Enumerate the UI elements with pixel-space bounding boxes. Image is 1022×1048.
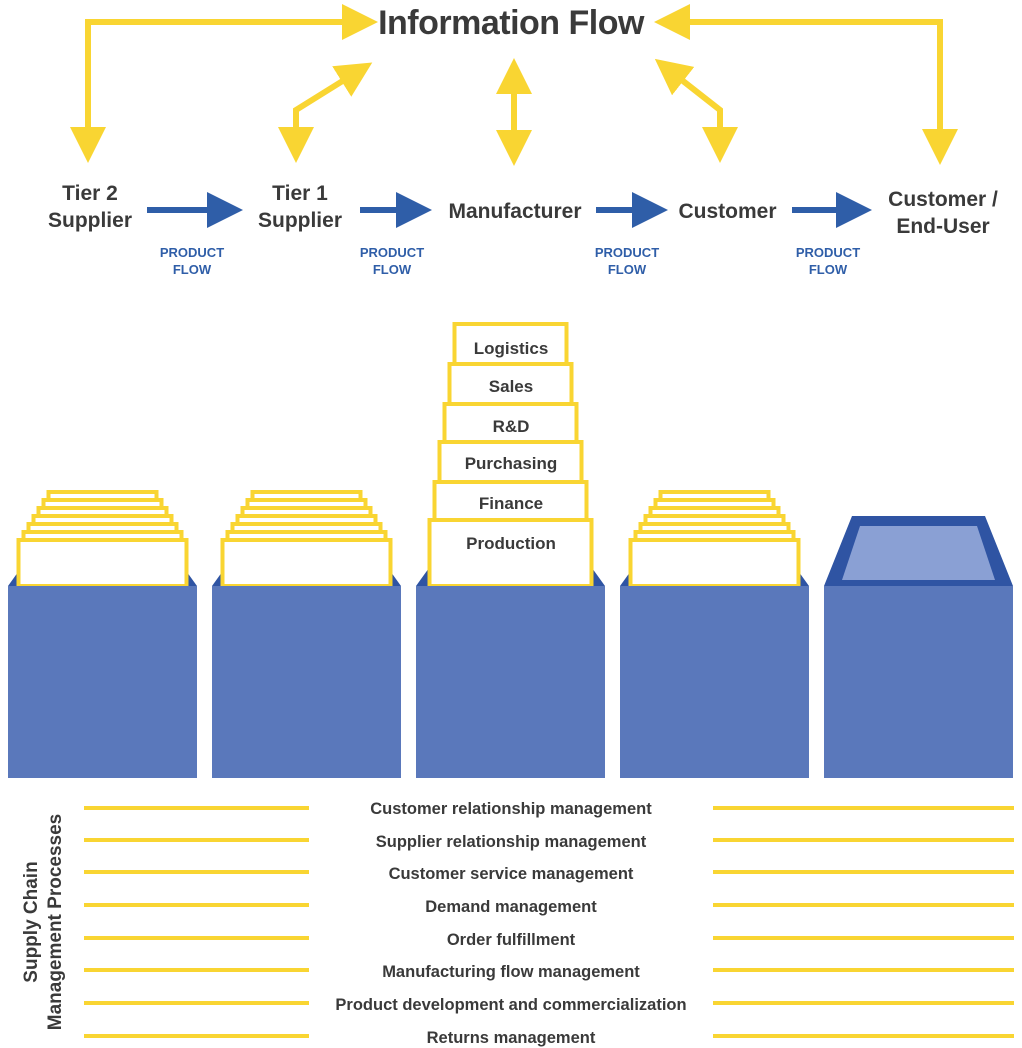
process-label-6: Manufacturing flow management [382, 963, 640, 981]
process-label-8: Returns management [426, 1029, 596, 1047]
node-line: Supplier [257, 209, 342, 232]
node-line: Customer / [888, 188, 998, 211]
product-flow-line: PRODUCT [594, 245, 660, 260]
box-3-body [416, 586, 605, 778]
box-2-file-7 [220, 538, 393, 588]
product-flow-label-1: PRODUCT FLOW [152, 244, 232, 278]
side-label-line: Management Processes [45, 813, 66, 1031]
node-manufacturer: Manufacturer [440, 198, 590, 225]
node-line: End-User [896, 215, 990, 238]
product-flow-line: FLOW [607, 262, 647, 277]
box-5-inner [842, 526, 995, 580]
node-line: Tier 2 [62, 182, 118, 205]
function-label-logistics: Logistics [473, 339, 549, 358]
node-line: Manufacturer [448, 200, 582, 223]
information-flow-arrows [70, 4, 958, 166]
info-arrow-tier2 [70, 4, 378, 163]
info-arrow-customer [654, 58, 738, 163]
box-1-body [8, 586, 197, 778]
box-4-file-7 [628, 538, 801, 588]
organization-boxes [8, 322, 1013, 778]
product-flow-line: FLOW [808, 262, 848, 277]
info-arrow-end-user [654, 4, 958, 165]
function-label-finance: Finance [478, 494, 544, 513]
process-label-2: Supplier relationship management [375, 833, 647, 851]
information-flow-title: Information Flow [378, 4, 644, 42]
node-line: Customer [678, 200, 777, 223]
process-label-7: Product development and commercializatio… [335, 996, 687, 1014]
box-4-body [620, 586, 809, 778]
function-label-production: Production [466, 534, 556, 553]
box-1-file-7 [16, 538, 189, 588]
info-arrow-tier1 [278, 62, 373, 163]
node-tier1-supplier: Tier 1 Supplier [240, 180, 360, 234]
process-label-3: Customer service management [388, 865, 634, 883]
process-label-1: Customer relationship management [370, 800, 652, 818]
function-label-rd: R&D [492, 417, 530, 436]
product-flow-line: FLOW [172, 262, 212, 277]
side-label-line: Supply Chain [21, 861, 42, 983]
box-2-body [212, 586, 401, 778]
function-label-purchasing: Purchasing [464, 454, 558, 473]
product-flow-line: PRODUCT [359, 245, 425, 260]
node-line: Supplier [47, 209, 132, 232]
node-customer: Customer [665, 198, 790, 225]
node-tier2-supplier: Tier 2 Supplier [30, 180, 150, 234]
process-lines [84, 806, 1014, 1038]
product-flow-line: PRODUCT [795, 245, 861, 260]
product-flow-line: FLOW [372, 262, 412, 277]
box-5-body [824, 586, 1013, 778]
node-line: Tier 1 [272, 182, 328, 205]
supply-chain-processes-label: Supply Chain Management Processes [20, 802, 68, 1042]
product-flow-line: PRODUCT [159, 245, 225, 260]
node-end-user: Customer / End-User [868, 186, 1018, 240]
product-flow-label-4: PRODUCT FLOW [788, 244, 868, 278]
process-label-4: Demand management [425, 898, 597, 916]
product-flow-label-2: PRODUCT FLOW [352, 244, 432, 278]
function-label-sales: Sales [488, 377, 534, 396]
process-label-5: Order fulfillment [446, 931, 576, 949]
product-flow-label-3: PRODUCT FLOW [587, 244, 667, 278]
